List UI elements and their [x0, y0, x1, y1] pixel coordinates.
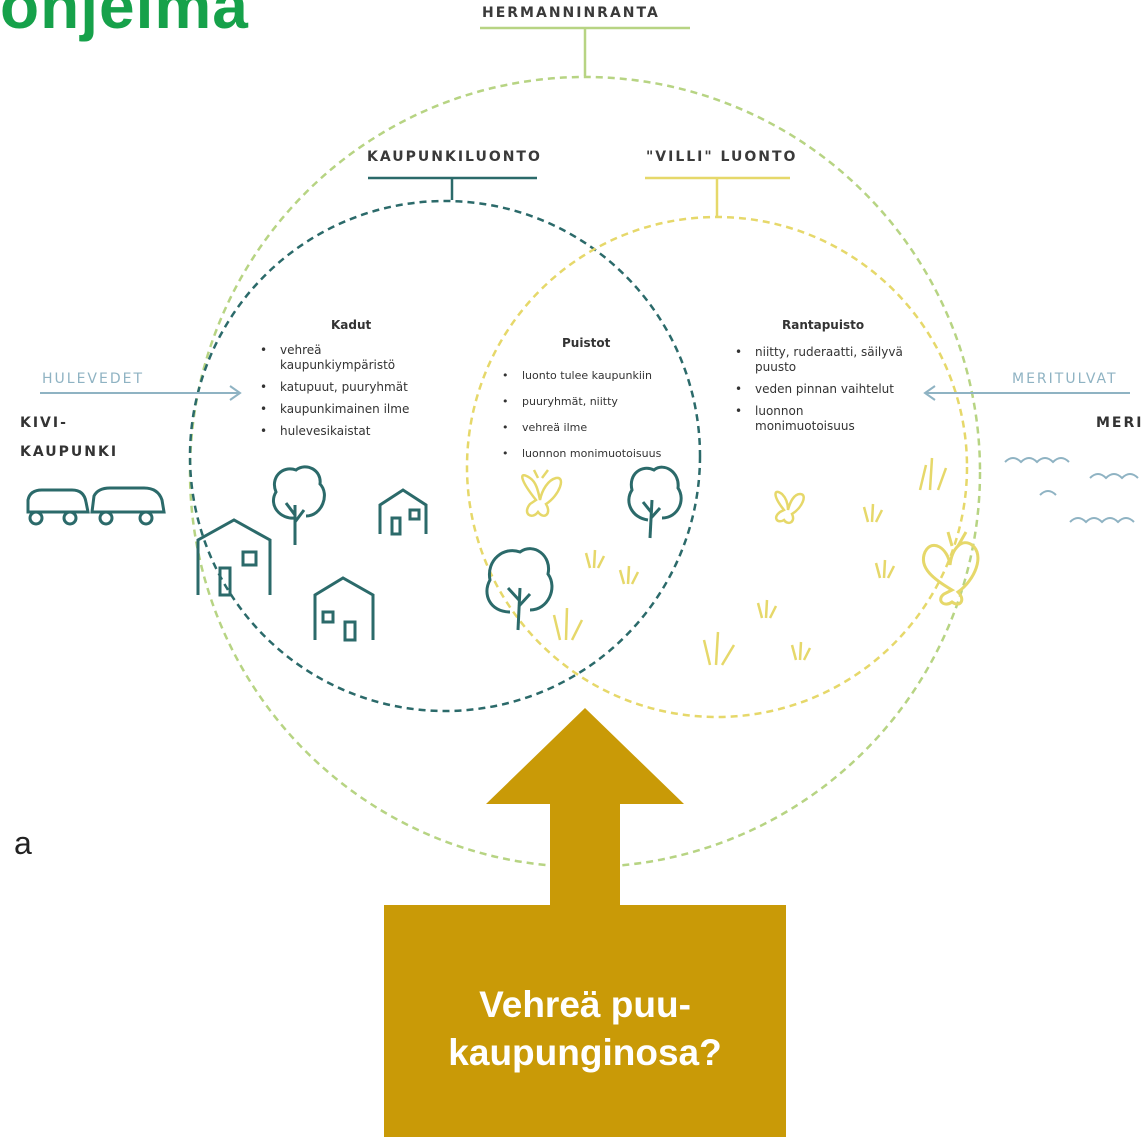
shore-park-list: niitty, ruderaatti, säilyvä puusto veden…: [733, 345, 945, 441]
list-item: luonto tulee kaupunkiin: [502, 368, 712, 383]
list-item: niitty, ruderaatti, säilyvä puusto: [735, 345, 930, 375]
list-item: luonnon monimuotoisuus: [502, 446, 712, 461]
butterfly-icon: [774, 490, 805, 525]
section-heading-streets: Kadut: [331, 318, 372, 332]
list-item: kaupunkimainen ilme: [260, 402, 450, 417]
city-label-bracket: [368, 176, 537, 200]
butterfly-icon: [921, 531, 980, 606]
outer-label: HERMANNINRANTA: [482, 5, 660, 21]
house-icon: [378, 488, 428, 536]
side-text-fragment: a: [14, 825, 32, 861]
sea-flood-arrow: [923, 385, 1130, 401]
callout-box: [384, 905, 786, 1137]
list-item: katupuut, puuryhmät: [260, 380, 450, 395]
streets-list: vehreä kaupunkiympäristö katupuut, puury…: [258, 343, 450, 446]
stone-city-label-1: KIVI-: [20, 415, 68, 431]
house-icon: [196, 518, 272, 597]
list-item: veden pinnan vaihtelut: [735, 382, 945, 397]
section-heading-parks: Puistot: [562, 336, 611, 350]
grass-icon: [552, 457, 948, 666]
house-icon: [313, 576, 375, 642]
car-icon: [26, 488, 90, 526]
wild-nature-label: "VILLI" LUONTO: [646, 149, 798, 165]
tree-icon: [627, 465, 683, 539]
list-item: vehreä kaupunkiympäristö: [260, 343, 430, 373]
list-item: vehreä ilme: [502, 420, 712, 435]
sea-flood-label: MERITULVAT: [1012, 371, 1118, 387]
list-item: hulevesikaistat: [260, 424, 450, 439]
butterfly-icon: [521, 469, 563, 517]
stormwater-label: HULEVEDET: [42, 371, 145, 387]
list-item: puuryhmät, niitty: [502, 394, 712, 409]
outer-label-bracket: [480, 26, 690, 76]
parks-list: luonto tulee kaupunkiin puuryhmät, niitt…: [500, 368, 712, 468]
tree-icon: [272, 465, 326, 545]
wild-label-bracket: [645, 176, 790, 216]
stone-city-label-2: KAUPUNKI: [20, 444, 119, 460]
callout-line-1: Vehreä puu-: [479, 984, 691, 1025]
tree-icon: [485, 547, 554, 631]
wild-nature-circle: [465, 215, 969, 719]
list-item: luonnon monimuotoisuus: [735, 404, 875, 434]
arrow-up-icon: [486, 708, 684, 905]
stormwater-arrow: [40, 385, 242, 401]
city-nature-label: KAUPUNKILUONTO: [367, 149, 542, 165]
logo-text: ohjelma: [0, 0, 249, 42]
callout-line-2: kaupunginosa?: [448, 1032, 722, 1073]
wave-icon: [1004, 457, 1139, 524]
car-icon: [90, 486, 166, 526]
sea-label: MERI: [1096, 415, 1144, 431]
section-heading-shore-park: Rantapuisto: [782, 318, 865, 332]
